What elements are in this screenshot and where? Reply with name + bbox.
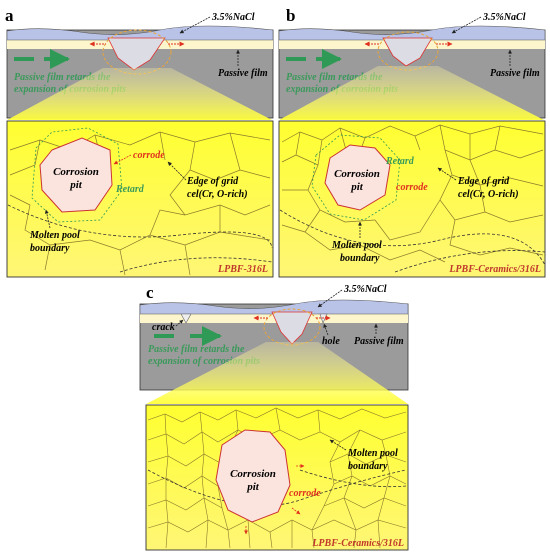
film-text-line1: Passive film retards the <box>148 344 245 355</box>
pit-label-line2: pit <box>69 179 83 191</box>
hole-label: hole <box>322 336 340 347</box>
grain-network <box>9 131 271 276</box>
solution-pointer <box>451 16 482 34</box>
panel-c: c crack Passive film retards the expansi… <box>139 283 409 551</box>
passive-film-label: Passive film <box>218 68 268 79</box>
corrosion-pit-shape <box>271 311 313 345</box>
nacl-solution <box>6 25 274 41</box>
grid-edge-pointer <box>437 167 457 181</box>
nacl-solution <box>139 299 409 315</box>
pool-pointer <box>44 209 51 229</box>
passive-film-label: Passive film <box>354 336 404 347</box>
solution-pointer <box>317 289 343 308</box>
pit-label-line1: Corrosion <box>334 168 380 180</box>
pool-pointer <box>329 439 347 451</box>
retard-label: Retard <box>385 156 415 167</box>
film-text-line1: Passive film retards the <box>14 72 111 83</box>
solution-label: 3.5%NaCl <box>482 12 526 23</box>
pit-label-line2: pit <box>350 181 364 193</box>
pool-label-line2: boundary <box>30 243 70 254</box>
zoom-funnel <box>7 68 272 120</box>
solution-label: 3.5%NaCl <box>211 12 255 23</box>
solution-label: 3.5%NaCl <box>343 284 387 295</box>
retard-ring <box>31 127 123 223</box>
grid-edge-line1: Edge of grid <box>186 176 239 187</box>
hole-pointer <box>323 323 329 336</box>
crack-pointer <box>175 319 184 327</box>
pool-label-line2: boundary <box>348 461 388 472</box>
panel-a: a Passive film retards the expansion of … <box>5 6 274 278</box>
material-label: LPBF-Ceramics/316L <box>311 538 404 549</box>
pool-label-line1: Molten pool <box>29 230 80 241</box>
corrode-label: corrode <box>289 488 321 499</box>
pit-label-line1: Corrosion <box>230 468 276 480</box>
corrosion-pit-shape <box>382 37 433 67</box>
corrode-label: corrode <box>396 182 428 193</box>
grid-edge-line2: cel(Cr, O-rich) <box>187 189 248 200</box>
zoom-funnel <box>279 66 544 120</box>
passive-film-layer <box>140 314 408 323</box>
corrosion-pit-shape <box>107 37 166 71</box>
material-label: LPBF-316L <box>217 264 268 275</box>
panel-b-zoom: Corrosion pit Retard corrode Edge of gri… <box>278 120 546 278</box>
zoom-funnel <box>146 342 408 404</box>
molten-pool-boundary-1 <box>7 204 273 249</box>
panel-c-zoom: Corrosion pit corrode Molten pool bounda… <box>145 404 409 551</box>
pool-label-line2: boundary <box>340 253 380 264</box>
grid-edge-line2: cel(Cr, O-rich) <box>458 189 519 200</box>
corrode-arrow-2 <box>291 507 301 515</box>
panel-letter-b: b <box>286 6 295 25</box>
molten-pool-boundary-1 <box>279 209 546 266</box>
pool-label-line1: Molten pool <box>347 448 398 459</box>
retard-label: Retard <box>115 184 145 195</box>
zoom-box <box>278 120 546 278</box>
zoom-region-outline <box>102 29 172 75</box>
corrosion-pit <box>324 144 391 211</box>
panel-letter-a: a <box>5 6 14 25</box>
film-text-line1: Passive film retards the <box>286 72 383 83</box>
molten-pool-boundary-2 <box>299 469 407 488</box>
zoom-region-outline <box>377 31 439 71</box>
pit-label-line1: Corrosion <box>53 166 99 178</box>
corrosion-pit <box>39 137 113 213</box>
panel-letter-c: c <box>146 283 154 302</box>
panel-b: b Passive film retards the expansion of … <box>278 6 546 278</box>
corrode-pointer <box>113 154 132 165</box>
crack-shape <box>180 313 192 324</box>
pool-label-line1: Molten pool <box>331 240 382 251</box>
grain-network <box>281 124 544 263</box>
grid-edge-line1: Edge of grid <box>457 176 510 187</box>
panel-c-schematic: crack Passive film retards the expansion… <box>139 284 409 391</box>
film-text-line2: expansion of corrosion pits <box>148 356 260 367</box>
material-label: LPBF-Ceramics/316L <box>448 264 541 275</box>
panel-a-zoom: Corrosion pit corrode Retard Edge of gri… <box>6 120 274 278</box>
grid-edge-pointer <box>167 161 187 181</box>
crack-label: crack <box>152 322 175 333</box>
pit-label-line2: pit <box>246 481 260 493</box>
molten-pool-boundary-2 <box>394 250 546 273</box>
passive-film-label: Passive film <box>490 68 540 79</box>
retard-ring <box>311 134 401 221</box>
molten-pool-boundary-2 <box>119 257 273 273</box>
corrode-label: corrode <box>133 150 165 161</box>
corrosion-pit <box>215 429 291 523</box>
molten-pool-boundary-1 <box>147 469 407 507</box>
solution-pointer <box>179 16 211 34</box>
